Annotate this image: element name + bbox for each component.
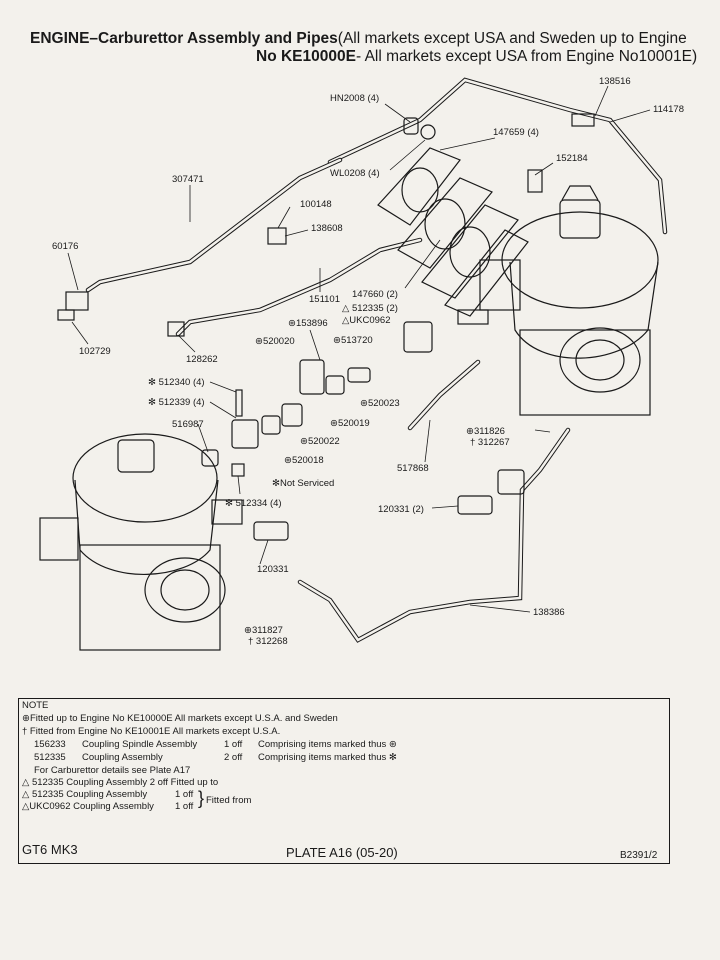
label-147659: 147659 (4) — [493, 127, 539, 138]
note-row1-num: 156233 — [34, 739, 66, 750]
label-513720: ⊛513720 — [333, 335, 373, 346]
label-512340: ✻ 512340 (4) — [148, 377, 205, 388]
label-520020: ⊛520020 — [255, 336, 295, 347]
gaskets-147659 — [377, 147, 529, 317]
label-102729: 102729 — [79, 346, 111, 357]
label-520023: ⊛520023 — [360, 398, 400, 409]
label-100148: 100148 — [300, 199, 332, 210]
note-line-7: △ 512335 Coupling Assembly — [22, 789, 148, 800]
label-ukc0962: △UKC0962 — [342, 315, 391, 326]
page-title: ENGINE–Carburettor Assembly and Pipes(Al… — [30, 30, 687, 48]
label-311826: ⊕311826 — [466, 426, 505, 437]
label-138516: 138516 — [599, 76, 631, 87]
note-row1-comp: Comprising items marked thus ⊛ — [258, 739, 397, 750]
label-311827: ⊕311827 — [244, 625, 283, 636]
title2-rest: - All markets except USA from Engine No1… — [355, 48, 698, 65]
carburettor-rear — [457, 185, 659, 416]
label-512335-2: △ 512335 (2) — [342, 303, 398, 314]
note-row2-qty: 2 off — [224, 752, 243, 763]
title-rest: (All markets except USA and Sweden up to… — [337, 30, 687, 47]
carburettor-front — [39, 433, 243, 651]
label-520022: ⊛520022 — [300, 436, 340, 447]
leader-lines — [67, 85, 651, 613]
label-153896: ⊛153896 — [288, 318, 328, 329]
label-147660: 147660 (2) — [352, 289, 398, 300]
note-fitted-from: Fitted from — [206, 795, 252, 806]
label-312267: † 312267 — [470, 437, 510, 448]
label-120331-2: 120331 (2) — [378, 504, 424, 515]
page-title-line2: No KE10000E- All markets except USA from… — [256, 48, 697, 66]
title2-bold: No KE10000E — [256, 48, 356, 65]
note-row1-qty: 1 off — [224, 739, 243, 750]
note-line-8-qty: 1 off — [175, 801, 194, 812]
label-312268: † 312268 — [248, 636, 288, 647]
exploded-diagram — [39, 77, 668, 651]
pipe-114178 — [327, 77, 668, 235]
note-line-1: ⊕Fitted up to Engine No KE10000E All mar… — [22, 713, 338, 724]
label-not-serviced: ✻Not Serviced — [272, 478, 335, 489]
label-516987: 516987 — [172, 419, 204, 430]
footer-model: GT6 MK3 — [22, 842, 78, 857]
label-wl0208: WL0208 (4) — [330, 168, 380, 179]
note-line-8: △UKC0962 Coupling Assembly — [22, 801, 154, 812]
label-512334: ✻ 512334 (4) — [225, 498, 282, 509]
label-512339: ✻ 512339 (4) — [148, 397, 205, 408]
label-138608: 138608 — [311, 223, 343, 234]
label-128262: 128262 — [186, 354, 218, 365]
title-bold: ENGINE–Carburettor Assembly and Pipes — [30, 30, 338, 47]
label-114178: 114178 — [653, 104, 684, 115]
label-120331: 120331 — [257, 564, 289, 575]
note-brace: } — [198, 788, 205, 808]
note-row2-comp: Comprising items marked thus ✻ — [258, 752, 397, 763]
label-60176: 60176 — [52, 241, 79, 252]
note-line-6: △ 512335 Coupling Assembly 2 off Fitted … — [22, 777, 219, 788]
note-row2-num: 512335 — [34, 752, 66, 763]
footer-code: B2391/2 — [620, 850, 658, 861]
label-151101: 151101 — [309, 294, 340, 305]
label-152184: 152184 — [556, 153, 588, 164]
label-307471: 307471 — [172, 174, 204, 185]
label-520018: ⊛520018 — [284, 455, 324, 466]
note-heading: NOTE — [22, 700, 49, 711]
label-138386: 138386 — [533, 607, 565, 618]
footer-plate: PLATE A16 (05-20) — [286, 845, 398, 860]
label-hn2008: HN2008 (4) — [330, 93, 380, 104]
note-row2-desc: Coupling Assembly — [82, 752, 163, 763]
note-line-5: For Carburettor details see Plate A17 — [34, 765, 191, 776]
note-line-7-qty: 1 off — [175, 789, 194, 800]
note-row1-desc: Coupling Spindle Assembly — [82, 739, 198, 750]
rod-307471 — [85, 157, 343, 293]
note-line-2: † Fitted from Engine No KE10001E All mar… — [22, 726, 281, 737]
label-517868: 517868 — [397, 463, 429, 474]
note-box — [18, 698, 670, 864]
label-520019: ⊛520019 — [330, 418, 370, 429]
